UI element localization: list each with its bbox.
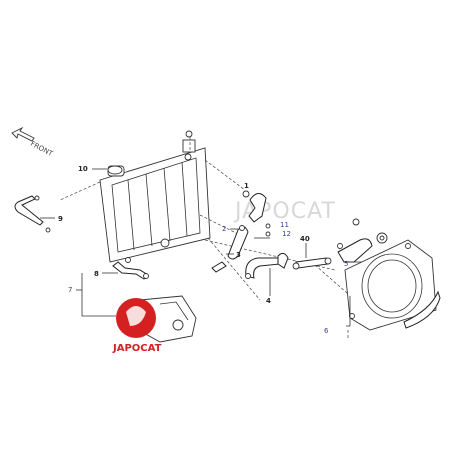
hose-2 <box>227 225 249 260</box>
callout-11: 11 <box>280 221 289 229</box>
radiator-cap <box>107 165 123 175</box>
callout-3: 3 <box>236 251 241 259</box>
watermark-text: JAPOCAT <box>233 199 336 224</box>
upper-hose <box>242 190 267 223</box>
callout-4: 4 <box>266 297 271 305</box>
callout-8: 8 <box>94 270 99 278</box>
callout-1: 1 <box>244 182 249 190</box>
clip-11 <box>265 223 271 229</box>
bracket-line <box>81 273 116 317</box>
callout-5: 5 <box>344 260 348 268</box>
svg-text:JAPOCAT: JAPOCAT <box>112 343 162 354</box>
hose-5 <box>337 218 388 263</box>
overflow-hose <box>14 195 51 233</box>
callout-6: 6 <box>324 327 329 335</box>
hose-3 <box>211 261 227 273</box>
radiator <box>99 130 211 263</box>
front-arrow-icon <box>11 126 35 142</box>
callout-40: 40 <box>300 235 310 243</box>
callout-12: 12 <box>282 230 291 238</box>
reservoir-pipe <box>112 257 149 280</box>
pipe-40 <box>292 257 332 270</box>
callout-2: 2 <box>222 225 226 233</box>
clip-12 <box>265 231 271 237</box>
lower-hose <box>245 252 289 279</box>
front-label: FRONT <box>29 140 55 159</box>
callout-7: 7 <box>68 286 72 294</box>
callout-10: 10 <box>78 165 88 173</box>
callout-9: 9 <box>58 215 63 223</box>
japocat-logo: JAPOCAT <box>112 298 162 354</box>
